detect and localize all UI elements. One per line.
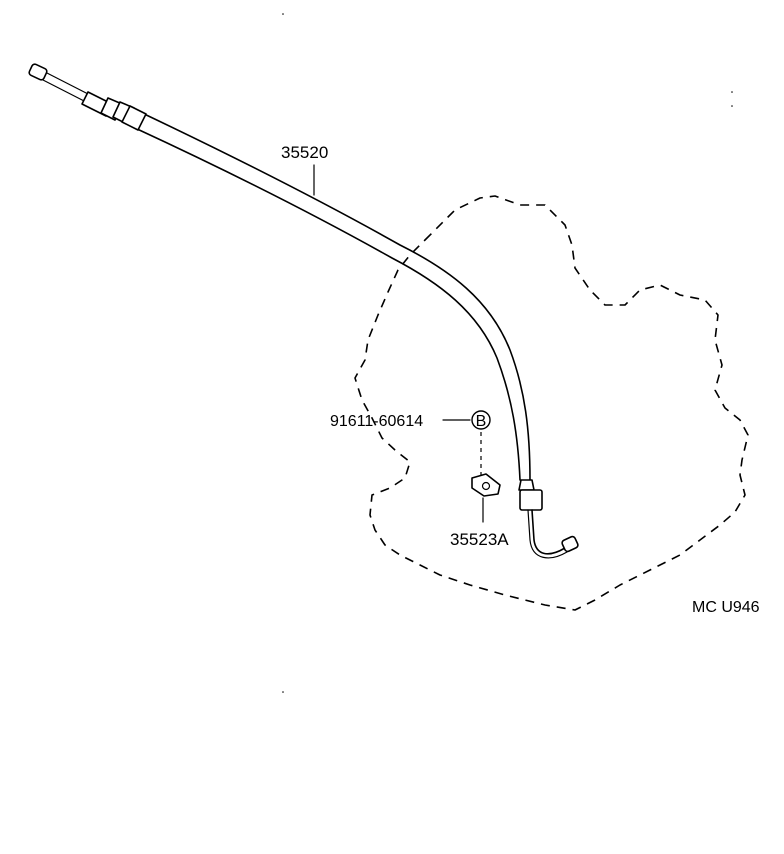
cable-inner-wire — [44, 71, 93, 97]
cable-lower-ferrule — [518, 479, 535, 491]
scan-speck-2 — [731, 91, 733, 93]
scan-speck-4 — [282, 691, 284, 693]
clamp-part-number: 35523A — [450, 530, 509, 549]
figure-code: MC U946 — [692, 599, 760, 616]
bolt-part-number: 91611-60614 — [330, 413, 423, 430]
scan-speck-3 — [731, 105, 733, 107]
cable-clamp-hole — [481, 481, 491, 491]
bolt-marker-circle — [471, 410, 491, 430]
cable-lower-boot — [519, 489, 543, 511]
cable-lower-wire — [531, 509, 566, 555]
cable-adjuster-collar — [121, 105, 147, 131]
transmission-housing-outline — [354, 195, 749, 611]
scan-speck-1 — [282, 13, 284, 15]
cable-end-fitting — [28, 63, 48, 81]
cable-lower-wire-inner — [527, 509, 568, 559]
cable-part-number: 35520 — [281, 143, 328, 162]
cable-lower-end-fitting — [561, 535, 579, 553]
cable-sheath-lower — [134, 127, 521, 481]
cable-sheath-upper — [139, 111, 531, 481]
cable-inner-wire-lower — [42, 79, 89, 104]
bolt-marker-letter: B — [476, 413, 487, 430]
